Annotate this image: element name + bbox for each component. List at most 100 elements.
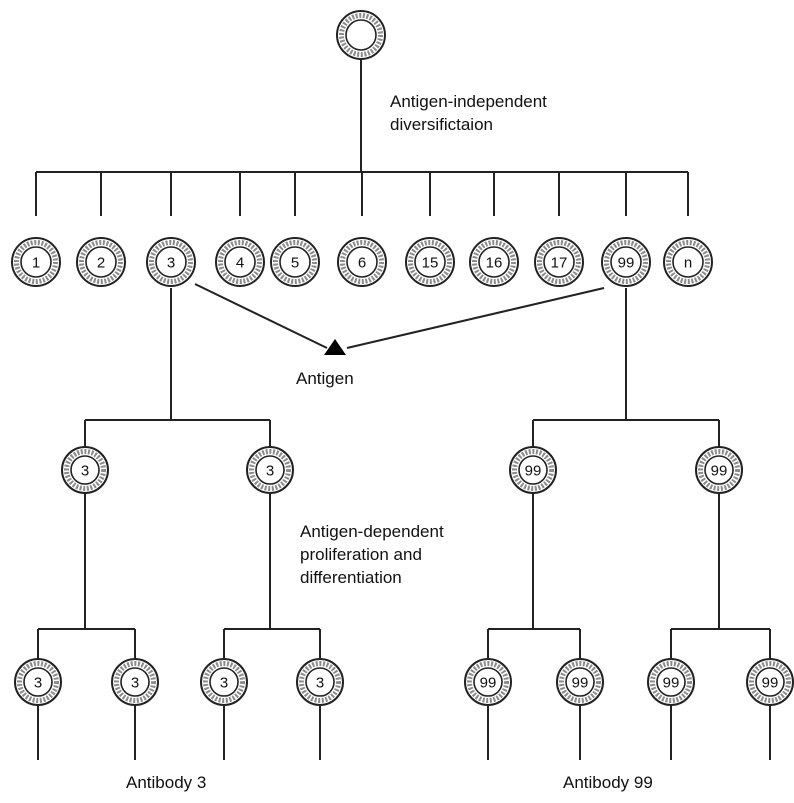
cell-label: 99	[618, 255, 635, 272]
clone-3-level3-cell: 3	[296, 658, 344, 706]
cells: 1 2 3 4 5 6 15 16 17 99 n 3 3 3 3 3 3 99 99 99 99 99 99	[11, 10, 794, 706]
clone-99-level3-cell: 99	[464, 658, 512, 706]
cell-label: 5	[291, 255, 299, 272]
clone-cell-99: 99	[601, 237, 651, 287]
cell-label: 99	[711, 463, 728, 480]
cell-nucleus	[478, 246, 510, 278]
cell-label: 6	[358, 255, 366, 272]
cell-label: 3	[34, 675, 42, 692]
cell-cytoplasm	[472, 240, 516, 284]
antigen-triangle-icon	[324, 339, 346, 355]
clone-cell-5: 5	[270, 237, 320, 287]
cell-cytoplasm	[114, 661, 156, 703]
cell-label: 4	[236, 255, 244, 272]
cell-nucleus	[155, 246, 187, 278]
cell-label: n	[684, 255, 692, 272]
independent-annotation-line-2: diversifictaion	[390, 115, 493, 134]
antigen-selection-line-right	[346, 287, 605, 349]
clone-3-level3-cell: 3	[200, 658, 248, 706]
cell-cytoplasm	[340, 240, 384, 284]
cell-label: 16	[486, 255, 503, 272]
clone-3-level2-cell: 3	[246, 446, 294, 494]
cell-nucleus	[255, 455, 285, 485]
cell-label: 3	[131, 675, 139, 692]
cell-label: 3	[266, 463, 274, 480]
cell-cytoplasm	[467, 661, 509, 703]
clone-cell-6: 6	[337, 237, 387, 287]
cell-label: 2	[97, 255, 105, 272]
cell-cytoplasm	[14, 240, 58, 284]
cell-cytoplasm	[537, 240, 581, 284]
cell-nucleus	[305, 667, 335, 697]
cell-nucleus	[85, 246, 117, 278]
cell-nucleus	[755, 667, 785, 697]
clone-99-level3-cell: 99	[556, 658, 604, 706]
antibody-99-label: Antibody 99	[563, 773, 653, 792]
cell-nucleus	[209, 667, 239, 697]
dependent-annotation-line-2: proliferation and	[300, 545, 422, 564]
cell-nucleus	[543, 246, 575, 278]
cell-cytoplasm	[17, 661, 59, 703]
cell-label: 99	[525, 463, 542, 480]
cell-cytoplasm	[203, 661, 245, 703]
clone-cell-2: 2	[76, 237, 126, 287]
cell-label: 3	[81, 463, 89, 480]
clone-99-level3-cell: 99	[746, 658, 794, 706]
cell-cytoplasm	[273, 240, 317, 284]
clone-cell-3: 3	[146, 237, 196, 287]
cell-label: 17	[551, 255, 568, 272]
cell-nucleus	[414, 246, 446, 278]
independent-annotation-line-1: Antigen-independent	[390, 92, 547, 111]
cell-cytoplasm	[512, 449, 554, 491]
cell-nucleus	[473, 667, 503, 697]
cell-nucleus	[120, 667, 150, 697]
cell-nucleus	[345, 19, 377, 51]
clone-99-level3-cell: 99	[647, 658, 695, 706]
cell-nucleus	[20, 246, 52, 278]
cell-nucleus	[70, 455, 100, 485]
cell-label: 1	[32, 255, 40, 272]
cell-label: 15	[422, 255, 439, 272]
cell-label: 3	[220, 675, 228, 692]
cell-nucleus	[224, 246, 256, 278]
dependent-annotation-line-3: differentiation	[300, 568, 402, 587]
cell-label: 99	[480, 675, 497, 692]
cell-nucleus	[565, 667, 595, 697]
dependent-proliferation-annotation: Antigen-dependent proliferation and diff…	[300, 520, 444, 589]
cell-nucleus	[656, 667, 686, 697]
antigen-selection-line-left	[194, 283, 328, 349]
clone-cell-4: 4	[215, 237, 265, 287]
clone-3-level3-cell: 3	[14, 658, 62, 706]
cell-cytoplasm	[650, 661, 692, 703]
cell-cytoplasm	[149, 240, 193, 284]
cell-cytoplasm	[666, 240, 710, 284]
cell-label: 99	[663, 675, 680, 692]
cell-cytoplasm	[299, 661, 341, 703]
cell-nucleus	[23, 667, 53, 697]
cell-cytoplasm	[408, 240, 452, 284]
cell-cytoplasm	[64, 449, 106, 491]
dependent-annotation-line-1: Antigen-dependent	[300, 522, 444, 541]
cell-cytoplasm	[218, 240, 262, 284]
antigen-label: Antigen	[296, 369, 354, 388]
cell-cytoplasm	[249, 449, 291, 491]
cell-nucleus	[346, 246, 378, 278]
clone-3-level2-cell: 3	[61, 446, 109, 494]
clone-99-level2-cell: 99	[509, 446, 557, 494]
cell-cytoplasm	[339, 13, 383, 57]
cell-label: 99	[572, 675, 589, 692]
clone-cell-17: 17	[534, 237, 584, 287]
cell-cytoplasm	[749, 661, 791, 703]
cell-cytoplasm	[79, 240, 123, 284]
clone-cell-15: 15	[405, 237, 455, 287]
clone-99-level2-cell: 99	[695, 446, 743, 494]
antibody-3-label: Antibody 3	[126, 773, 207, 792]
clone-cell-n: n	[663, 237, 713, 287]
cell-label: 3	[167, 255, 175, 272]
cell-cytoplasm	[559, 661, 601, 703]
independent-diversification-annotation: Antigen-independent diversifictaion	[390, 90, 547, 136]
cell-nucleus	[704, 455, 734, 485]
connector-lines	[35, 59, 771, 760]
cell-label: 3	[316, 675, 324, 692]
cell-nucleus	[518, 455, 548, 485]
